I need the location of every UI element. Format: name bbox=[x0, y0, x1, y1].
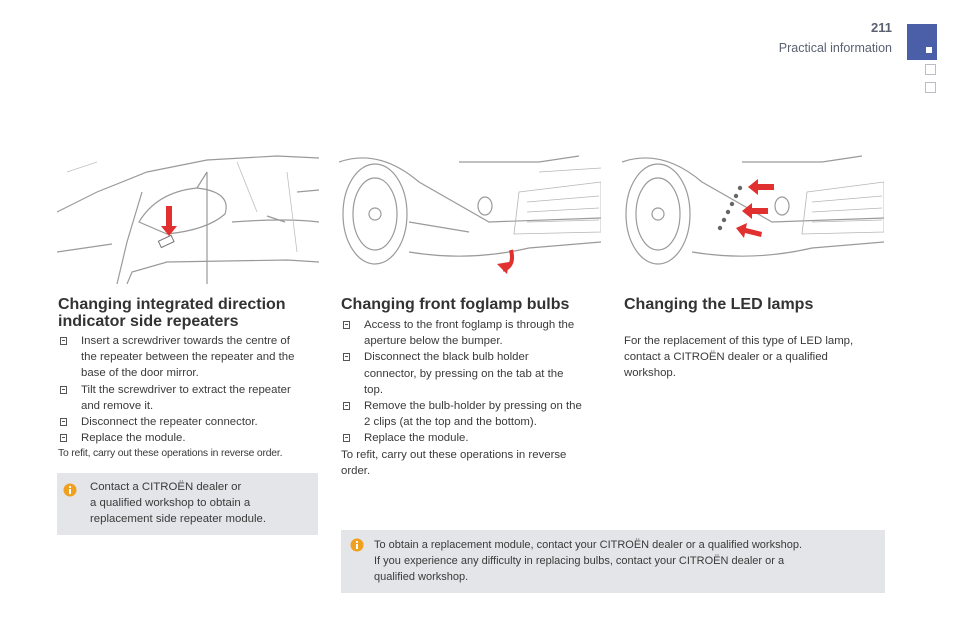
checkbox-bullet-icon bbox=[343, 434, 350, 443]
tab-marker-icon bbox=[926, 47, 932, 53]
list-item: Replace the module. bbox=[341, 430, 603, 446]
refit-note: To refit, carry out these operations in … bbox=[58, 448, 283, 459]
foglamp-title: Changing front foglamp bulbs bbox=[341, 296, 570, 313]
checkbox-bullet-icon bbox=[60, 385, 67, 394]
checkbox-bullet-icon bbox=[343, 402, 350, 411]
list-item: Remove the bulb-holder by pressing on th… bbox=[341, 398, 603, 430]
section-tab[interactable] bbox=[925, 64, 936, 75]
list-item: Access to the front foglamp is through t… bbox=[341, 317, 603, 349]
foglamp-steps: Access to the front foglamp is through t… bbox=[341, 317, 603, 447]
list-item: Replace the module. bbox=[58, 430, 320, 446]
refit-note: To refit, carry out these operations in … bbox=[341, 449, 567, 478]
led-lamps-illustration bbox=[622, 152, 884, 284]
checkbox-bullet-icon bbox=[60, 434, 67, 443]
info-box-bulbs: To obtain a replacement module, contact … bbox=[341, 530, 885, 593]
list-item: Disconnect the repeater connector. bbox=[58, 414, 320, 430]
section-title: Practical information bbox=[778, 41, 892, 55]
led-body: For the replacement of this type of LED … bbox=[624, 335, 854, 380]
checkbox-bullet-icon bbox=[343, 321, 350, 329]
door-mirror-repeater-illustration bbox=[57, 152, 319, 284]
list-item: Tilt the screwdriver to extract the repe… bbox=[58, 382, 320, 414]
front-foglamp-illustration bbox=[339, 152, 601, 284]
section-tab[interactable] bbox=[925, 82, 936, 93]
info-icon bbox=[350, 538, 364, 552]
led-title: Changing the LED lamps bbox=[624, 296, 814, 313]
repeaters-steps: Insert a screwdriver towards the centre … bbox=[58, 333, 320, 446]
page-number: 211 bbox=[871, 20, 892, 35]
list-item: Insert a screwdriver towards the centre … bbox=[58, 333, 320, 382]
checkbox-bullet-icon bbox=[60, 337, 67, 345]
checkbox-bullet-icon bbox=[60, 418, 67, 427]
section-tab-active[interactable] bbox=[907, 24, 937, 60]
checkbox-bullet-icon bbox=[343, 353, 350, 362]
info-icon bbox=[63, 483, 77, 497]
